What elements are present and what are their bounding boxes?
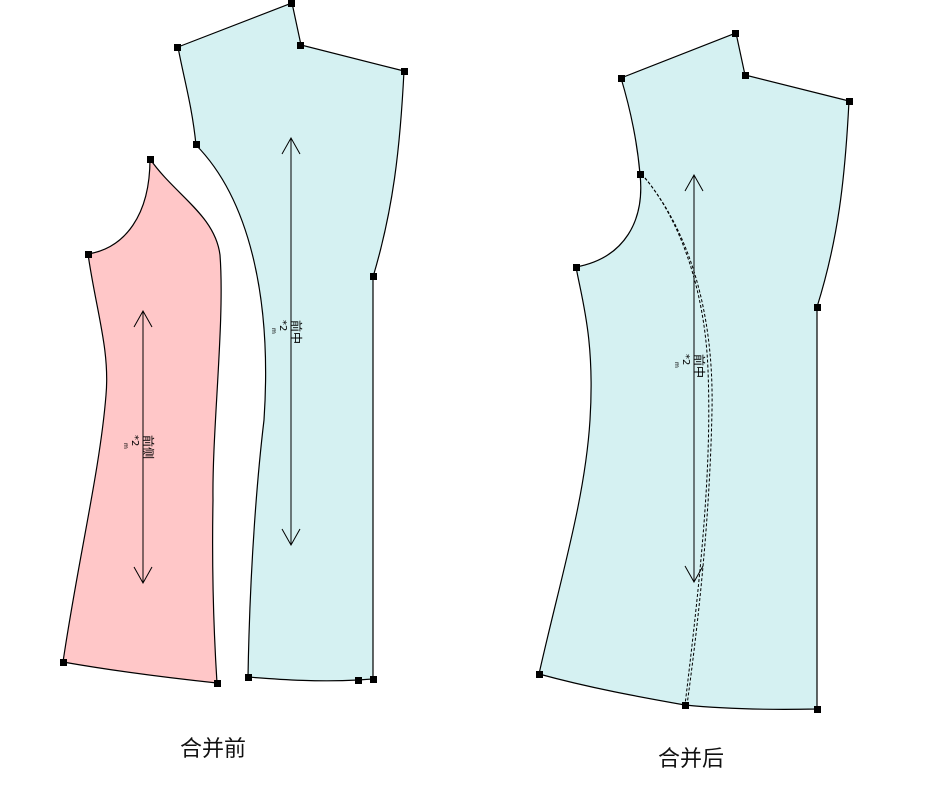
merged-piece-after: 前中 *2 m bbox=[536, 30, 853, 713]
point bbox=[401, 68, 408, 75]
merged-piece-text: 前中 *2 m bbox=[673, 354, 707, 378]
point bbox=[618, 75, 625, 82]
point bbox=[573, 264, 580, 271]
point bbox=[288, 0, 295, 7]
point bbox=[355, 677, 362, 684]
point bbox=[85, 251, 92, 258]
side-piece-points bbox=[60, 156, 221, 687]
merged-piece-points bbox=[536, 30, 853, 713]
point bbox=[174, 44, 181, 51]
front-piece-before: 前中 *2 m bbox=[174, 0, 408, 684]
side-piece-before: 前侧 *2 m bbox=[60, 156, 222, 687]
point bbox=[193, 141, 200, 148]
point bbox=[245, 674, 252, 681]
point bbox=[60, 659, 67, 666]
point bbox=[536, 671, 543, 678]
point bbox=[297, 42, 304, 49]
side-piece-grain-text: *2 bbox=[129, 435, 140, 446]
side-grainline-arrow bbox=[133, 309, 153, 585]
point bbox=[846, 98, 853, 105]
point bbox=[742, 72, 749, 79]
caption-after: 合并后 bbox=[658, 747, 724, 772]
caption-before: 合并前 bbox=[180, 737, 246, 762]
merged-grainline-arrow bbox=[684, 173, 704, 584]
merged-piece-name: 前中 bbox=[692, 354, 707, 378]
seam-line-2 bbox=[644, 177, 713, 706]
front-piece-name: 前中 bbox=[289, 320, 304, 344]
front-piece-unit-text: m bbox=[270, 328, 277, 334]
point bbox=[814, 706, 821, 713]
seam-line-1 bbox=[644, 177, 710, 706]
point bbox=[147, 156, 154, 163]
point bbox=[732, 30, 739, 37]
merged-seam-dashed-lines bbox=[644, 177, 713, 706]
point bbox=[682, 702, 689, 709]
side-piece-unit-text: m bbox=[122, 443, 129, 449]
front-grainline-arrow bbox=[281, 136, 301, 547]
front-piece-text: 前中 *2 m bbox=[270, 320, 304, 344]
merged-piece-unit-text: m bbox=[673, 362, 680, 368]
side-piece-outline bbox=[62, 157, 222, 684]
point bbox=[814, 304, 821, 311]
point bbox=[370, 273, 377, 280]
point bbox=[370, 676, 377, 683]
merged-piece-grain-text: *2 bbox=[680, 354, 691, 365]
point bbox=[214, 680, 221, 687]
front-piece-points bbox=[174, 0, 408, 684]
side-piece-name: 前侧 bbox=[141, 435, 156, 459]
side-piece-text: 前侧 *2 m bbox=[122, 435, 156, 459]
point bbox=[637, 171, 644, 178]
front-piece-grain-text: *2 bbox=[277, 320, 288, 331]
